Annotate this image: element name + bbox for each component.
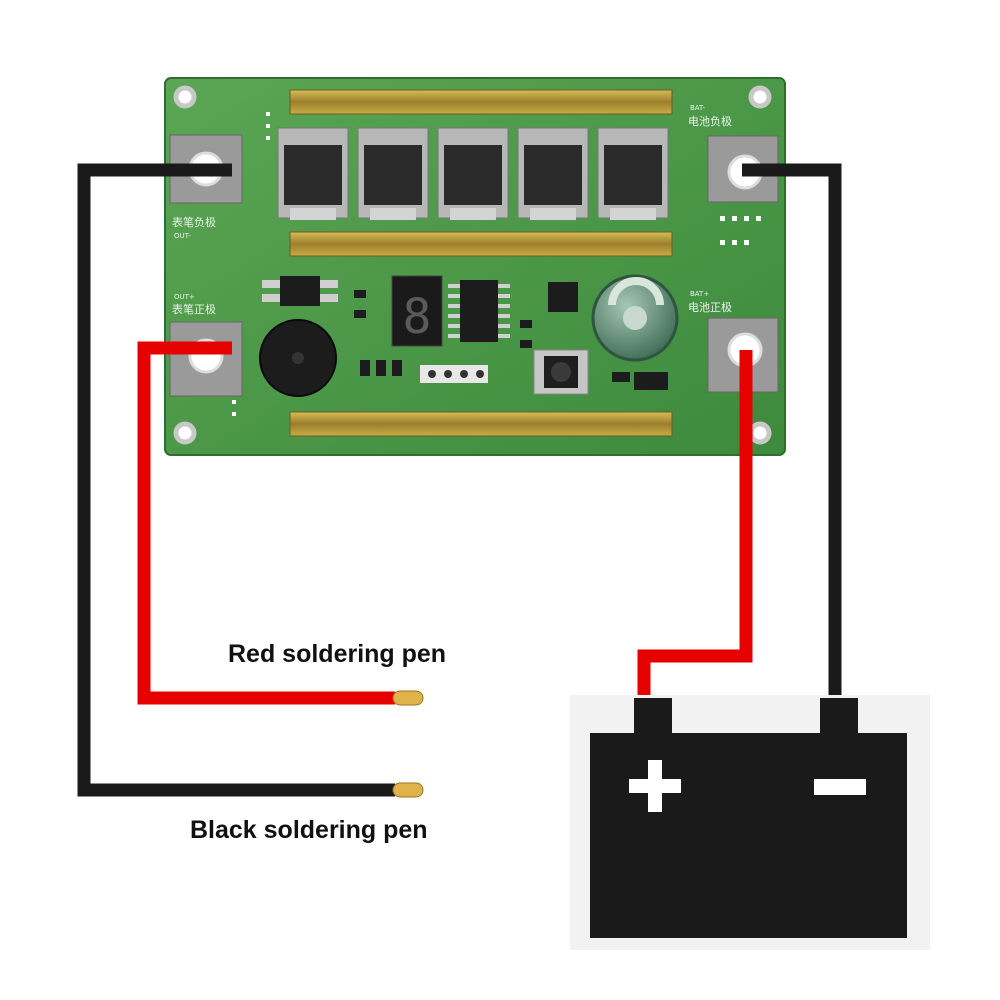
red-pen-label: Red soldering pen bbox=[228, 640, 447, 668]
wires bbox=[77, 163, 842, 797]
battery-body bbox=[590, 733, 907, 938]
mosfet bbox=[277, 127, 349, 220]
pcb-board: 表笔负极 OUT- OUT+ 表笔正极 BAT- 电池负极 BAT+ 电池正极 bbox=[164, 77, 786, 456]
battery-symbol bbox=[570, 695, 930, 950]
silk-pen-negative-cn: 表笔负极 bbox=[172, 215, 216, 229]
rectifier-chip bbox=[262, 276, 338, 306]
silk-bat-positive-cn: 电池正极 bbox=[688, 300, 732, 314]
bus-bar-middle bbox=[289, 231, 673, 257]
mosfet bbox=[517, 127, 589, 220]
plus-icon bbox=[629, 760, 681, 812]
buzzer bbox=[259, 319, 337, 397]
silk-bat-negative-en: BAT- bbox=[690, 104, 706, 112]
minus-icon bbox=[814, 779, 866, 795]
black-wire-battery bbox=[742, 163, 842, 700]
bus-bar-bottom bbox=[289, 411, 673, 437]
red-wire-battery bbox=[637, 350, 753, 700]
trigger-button bbox=[533, 349, 589, 395]
terminal-pad-pen-positive bbox=[169, 321, 243, 397]
bus-bar-top bbox=[289, 89, 673, 115]
red-pen-tip bbox=[392, 690, 424, 706]
mosfet bbox=[357, 127, 429, 220]
smd-components bbox=[354, 282, 668, 390]
mosfet bbox=[597, 127, 669, 220]
pad-dots bbox=[232, 112, 761, 416]
black-pen-label: Black soldering pen bbox=[190, 816, 428, 844]
silk-bat-negative-cn: 电池负极 bbox=[688, 114, 732, 128]
battery-positive-terminal bbox=[634, 698, 672, 734]
battery-negative-terminal bbox=[820, 698, 858, 734]
electrolytic-capacitor bbox=[591, 274, 679, 362]
black-wire-pen bbox=[77, 163, 395, 797]
mosfet bbox=[437, 127, 509, 220]
silk-pen-positive-cn: 表笔正极 bbox=[172, 302, 216, 316]
mosfet-row bbox=[277, 127, 669, 220]
display-digit: 8 bbox=[403, 289, 432, 345]
microcontroller-chip bbox=[448, 280, 510, 342]
header-pins bbox=[420, 365, 488, 383]
silk-pen-negative-en: OUT- bbox=[174, 232, 191, 240]
black-pen-tip bbox=[392, 782, 424, 798]
seven-segment-display: 8 bbox=[391, 275, 443, 347]
silk-pen-positive-en: OUT+ bbox=[174, 293, 195, 301]
silk-bat-positive-en: BAT+ bbox=[690, 290, 709, 298]
red-wire-pen bbox=[137, 341, 395, 705]
